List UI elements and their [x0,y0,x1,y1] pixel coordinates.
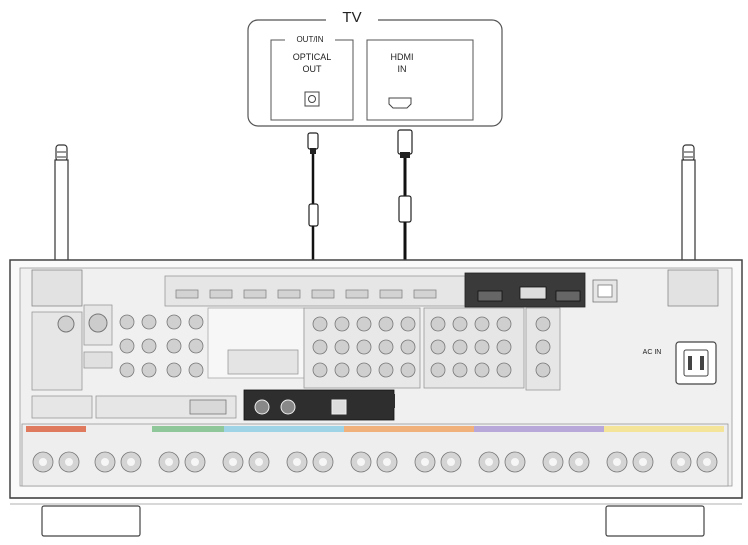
antenna-left [54,144,69,293]
tv-title: TV [342,9,361,26]
tv-panel: TV OUT/IN OPTICAL OUT HDMI IN [247,8,503,127]
antenna-right [681,144,696,293]
hdmi-in-label-line2: IN [398,64,407,74]
out-in-label: OUT/IN [296,35,323,44]
hdmi-in-label-line1: HDMI [391,52,414,62]
hdmi-jack-icon [388,97,412,109]
optical-out-label-line1: OPTICAL [293,52,332,62]
foot-right [605,505,705,537]
receiver-optical-jack [331,399,347,415]
ac-in-label: AC IN [643,349,662,356]
foot-left [41,505,141,537]
optical-out-label-line2: OUT [303,64,323,74]
tv-hdmi-in-port: HDMI IN [366,39,474,121]
av-receiver: AC IN [9,259,743,537]
tv-optical-out-port: OUT/IN OPTICAL OUT [270,33,354,121]
